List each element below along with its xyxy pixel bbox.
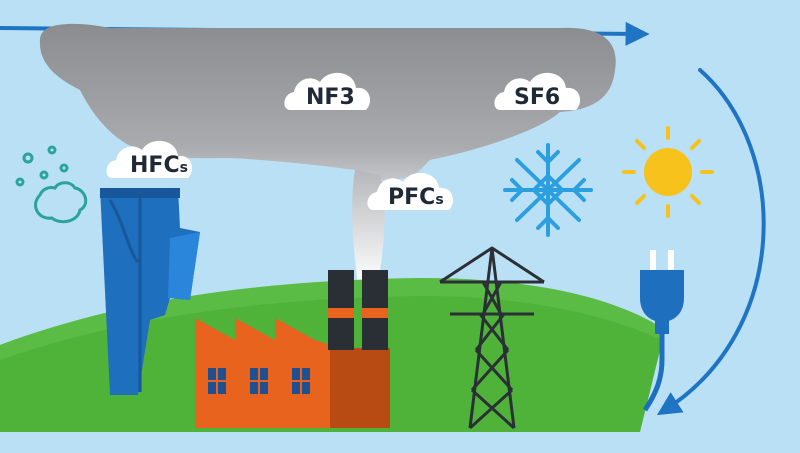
electric-plug-icon xyxy=(640,250,684,412)
svg-text:SF6: SF6 xyxy=(514,85,560,110)
label-hfcs-sub: s xyxy=(180,160,188,176)
svg-text:PFCs: PFCs xyxy=(388,185,444,210)
label-nf3-main: NF3 xyxy=(306,85,355,110)
sun-icon xyxy=(622,126,714,218)
power-pylon-icon xyxy=(439,246,545,430)
label-hfcs: HFCs xyxy=(106,140,193,178)
snowflake-icon xyxy=(503,143,593,237)
label-hfcs-main: HFC xyxy=(130,153,180,178)
label-sf6: SF6 xyxy=(494,72,581,110)
aerosol-spray-icon xyxy=(15,145,88,224)
svg-text:HFCs: HFCs xyxy=(130,153,188,178)
factory-icon xyxy=(195,270,390,428)
label-pfcs: PFCs xyxy=(367,172,454,210)
svg-text:NF3: NF3 xyxy=(306,85,355,110)
jeans-icon xyxy=(100,188,200,395)
label-pfcs-sub: s xyxy=(435,192,443,208)
label-nf3: NF3 xyxy=(284,72,371,110)
label-sf6-main: SF6 xyxy=(514,85,560,110)
label-pfcs-main: PFC xyxy=(388,185,435,210)
